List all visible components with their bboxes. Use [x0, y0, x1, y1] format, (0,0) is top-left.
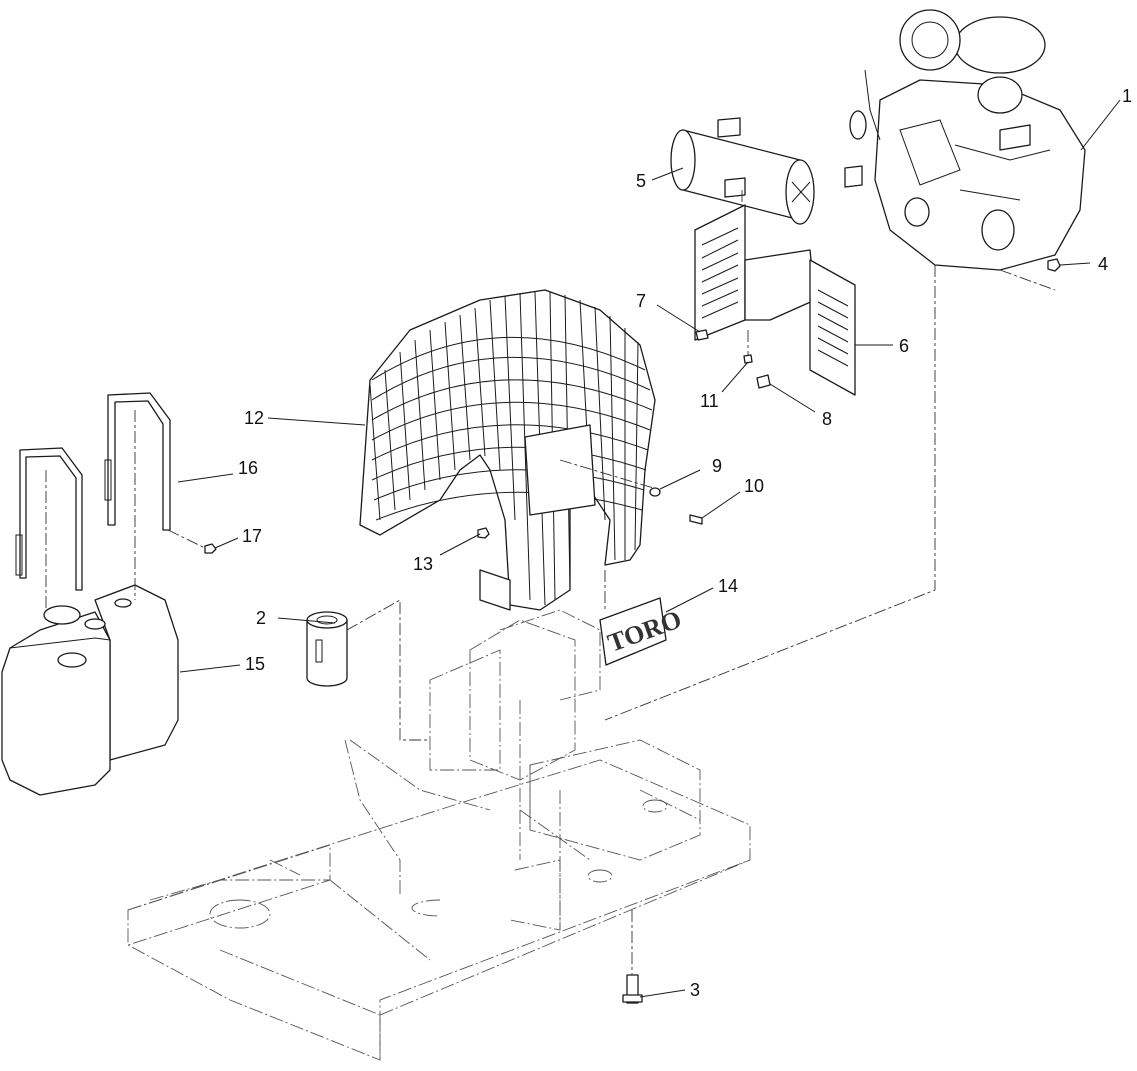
leader-lines — [177, 99, 1121, 998]
callout-3: 3 — [690, 980, 700, 1000]
engine — [604, 9, 1086, 721]
callout-8: 8 — [822, 409, 832, 429]
washer-9 — [649, 487, 661, 497]
callout-1: 1 — [1122, 86, 1132, 106]
toro-decal: TORO — [599, 570, 685, 666]
fuel-tank — [1, 584, 179, 796]
bolt-3 — [622, 910, 643, 1004]
callout-9: 9 — [712, 456, 722, 476]
mower-frame-phantom — [127, 609, 751, 1061]
callout-17: 17 — [242, 526, 262, 546]
tank-straps — [15, 392, 206, 610]
heat-shield — [694, 204, 856, 396]
clip-8 — [756, 374, 771, 389]
fuel-canister — [306, 599, 430, 741]
callout-10: 10 — [744, 476, 764, 496]
nut-17 — [204, 543, 217, 554]
callout-2: 2 — [256, 608, 266, 628]
callout-7: 7 — [636, 291, 646, 311]
callouts: 1 2 3 4 5 6 7 8 9 10 11 12 13 14 15 16 1… — [238, 86, 1132, 1000]
nut-4 — [1047, 258, 1061, 272]
callout-6: 6 — [899, 336, 909, 356]
callout-4: 4 — [1098, 254, 1108, 274]
nut-13 — [477, 527, 490, 539]
callout-5: 5 — [636, 171, 646, 191]
bolt-10 — [689, 514, 703, 525]
callout-12: 12 — [244, 408, 264, 428]
nut-11 — [743, 354, 753, 364]
wire-guard — [359, 289, 661, 611]
muffler — [670, 117, 863, 260]
callout-11: 11 — [700, 391, 719, 411]
callout-14: 14 — [718, 576, 738, 596]
bolt-7 — [695, 329, 709, 341]
callout-13: 13 — [413, 554, 433, 574]
callout-15: 15 — [245, 654, 265, 674]
callout-16: 16 — [238, 458, 258, 478]
